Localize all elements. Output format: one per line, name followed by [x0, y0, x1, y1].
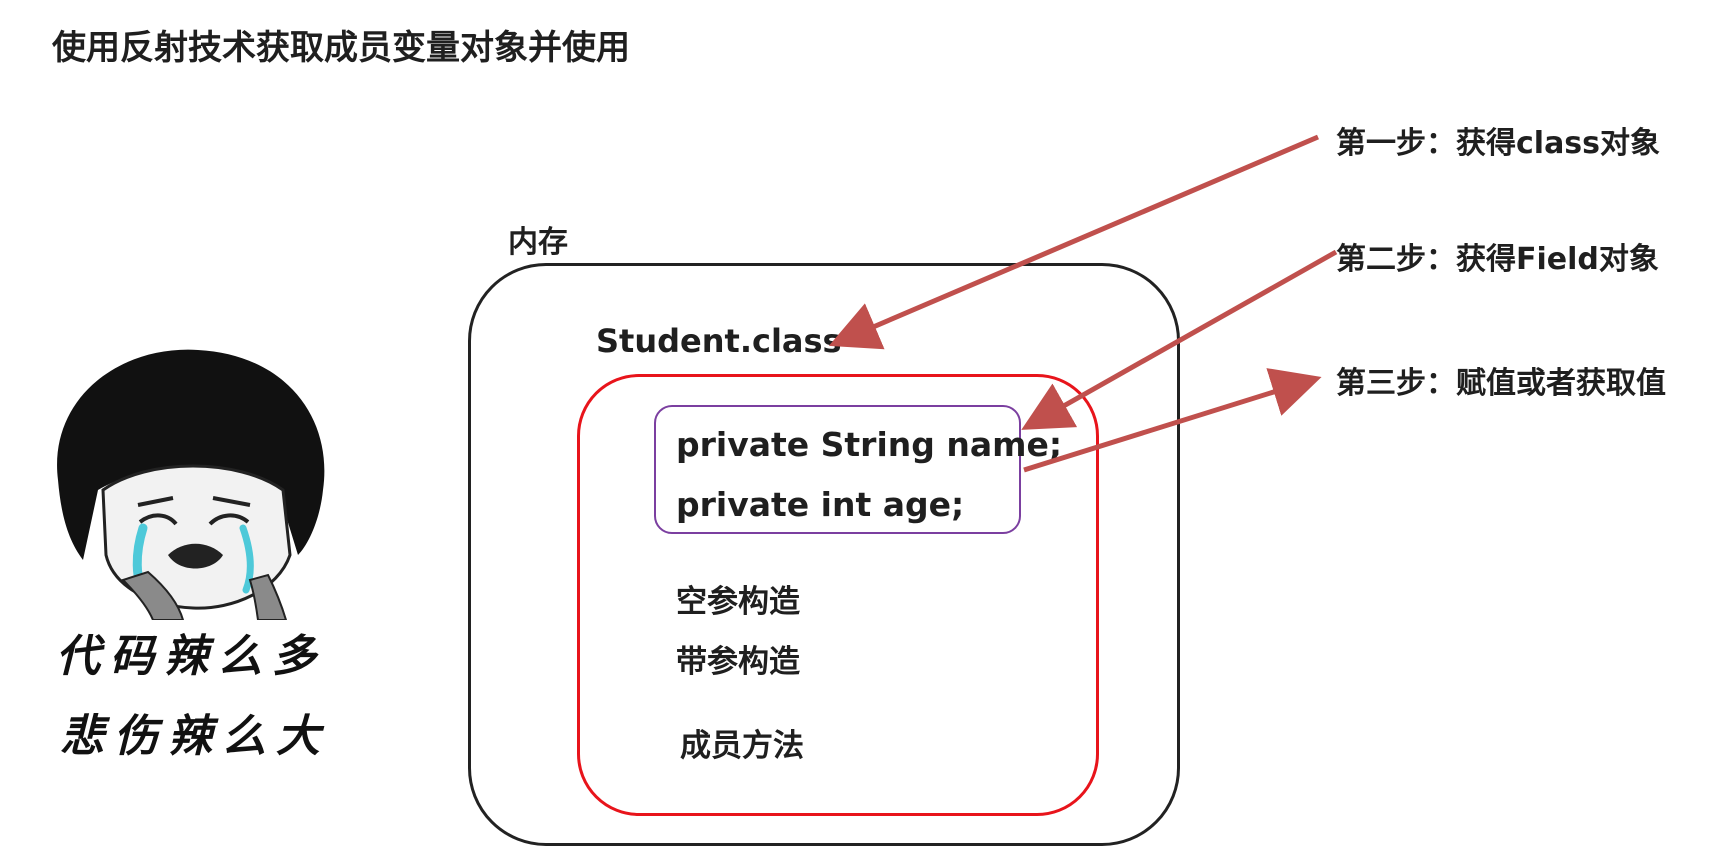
memory-label: 内存	[508, 225, 568, 260]
step-1-label: 第一步：获得class对象	[1336, 126, 1661, 161]
meme-caption-line2: 悲伤辣么大	[60, 711, 330, 762]
member-arg-constructor: 带参构造	[676, 644, 800, 680]
meme-caption-line1: 代码辣么多	[56, 631, 326, 682]
field-box	[654, 405, 1021, 534]
page-title: 使用反射技术获取成员变量对象并使用	[52, 28, 630, 68]
field-name: private String name;	[676, 425, 1063, 464]
step-2-label: 第二步：获得Field对象	[1336, 242, 1659, 277]
class-object-box	[577, 374, 1099, 816]
arrow-step2	[1021, 249, 1338, 430]
member-no-arg-constructor: 空参构造	[676, 584, 800, 620]
member-methods: 成员方法	[680, 728, 804, 764]
arrow-step3	[1023, 368, 1322, 473]
arrow-step1	[828, 134, 1319, 350]
class-name-label: Student.class	[596, 322, 842, 360]
crying-face-icon	[28, 340, 348, 780]
field-age: private int age;	[676, 485, 965, 524]
step-3-label: 第三步：赋值或者获取值	[1336, 366, 1666, 401]
